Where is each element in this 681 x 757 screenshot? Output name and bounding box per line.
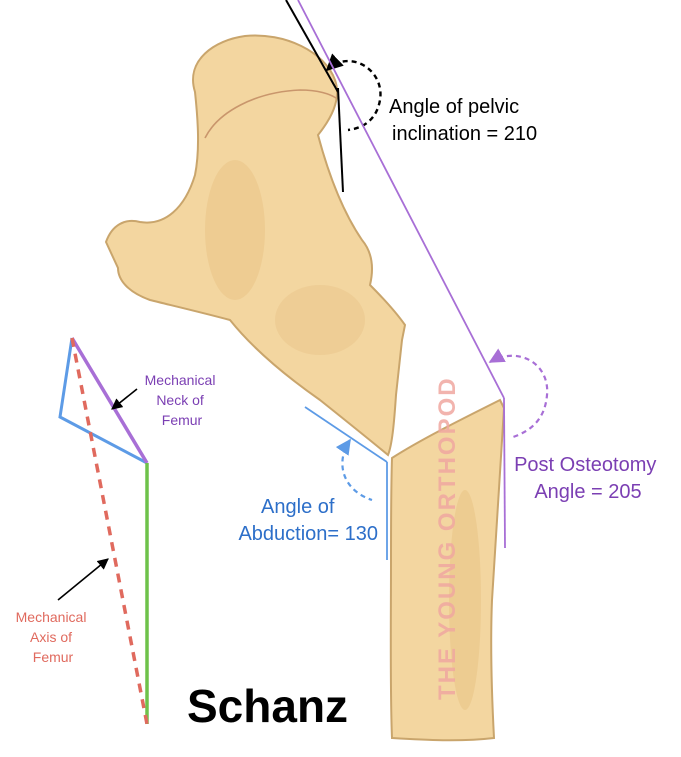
mechanical-neck-label: Mechanical Neck of Femur — [145, 372, 220, 428]
post-osteotomy-label: Post Osteotomy Angle = 205 — [514, 454, 662, 503]
post-osteotomy-arc — [488, 348, 549, 440]
bone-shading — [205, 160, 265, 300]
pelvic-vertical-line — [337, 87, 344, 193]
mech-neck-pointer-arrow — [111, 388, 138, 410]
pelvic-angle-arc — [325, 53, 382, 132]
shaft-shading — [449, 490, 481, 710]
abduction-arc — [335, 438, 373, 502]
mechanical-axis-label: Mechanical Axis of Femur — [16, 609, 91, 665]
abduction-label: Angle of Abduction= 130 — [238, 496, 378, 545]
abduction-line-oblique — [304, 406, 388, 463]
mechanical-neck-blue-outline — [58, 337, 148, 465]
pelvic-angle-label: Angle of pelvic inclination = 210 — [389, 96, 537, 145]
pelvic-tangent-line — [285, 0, 339, 93]
post-osteotomy-line — [297, 0, 505, 399]
mechanical-neck-line — [70, 337, 149, 464]
mech-axis-pointer-arrow — [57, 558, 109, 601]
post-osteotomy-vertical — [503, 397, 506, 549]
bone-shading — [275, 285, 365, 355]
watermark: THE YOUNG ORTHOPOD — [434, 376, 461, 700]
diagram-title: Schanz — [187, 680, 348, 732]
mechanical-axis-line — [70, 337, 149, 725]
femoral-head-contour — [204, 89, 337, 139]
